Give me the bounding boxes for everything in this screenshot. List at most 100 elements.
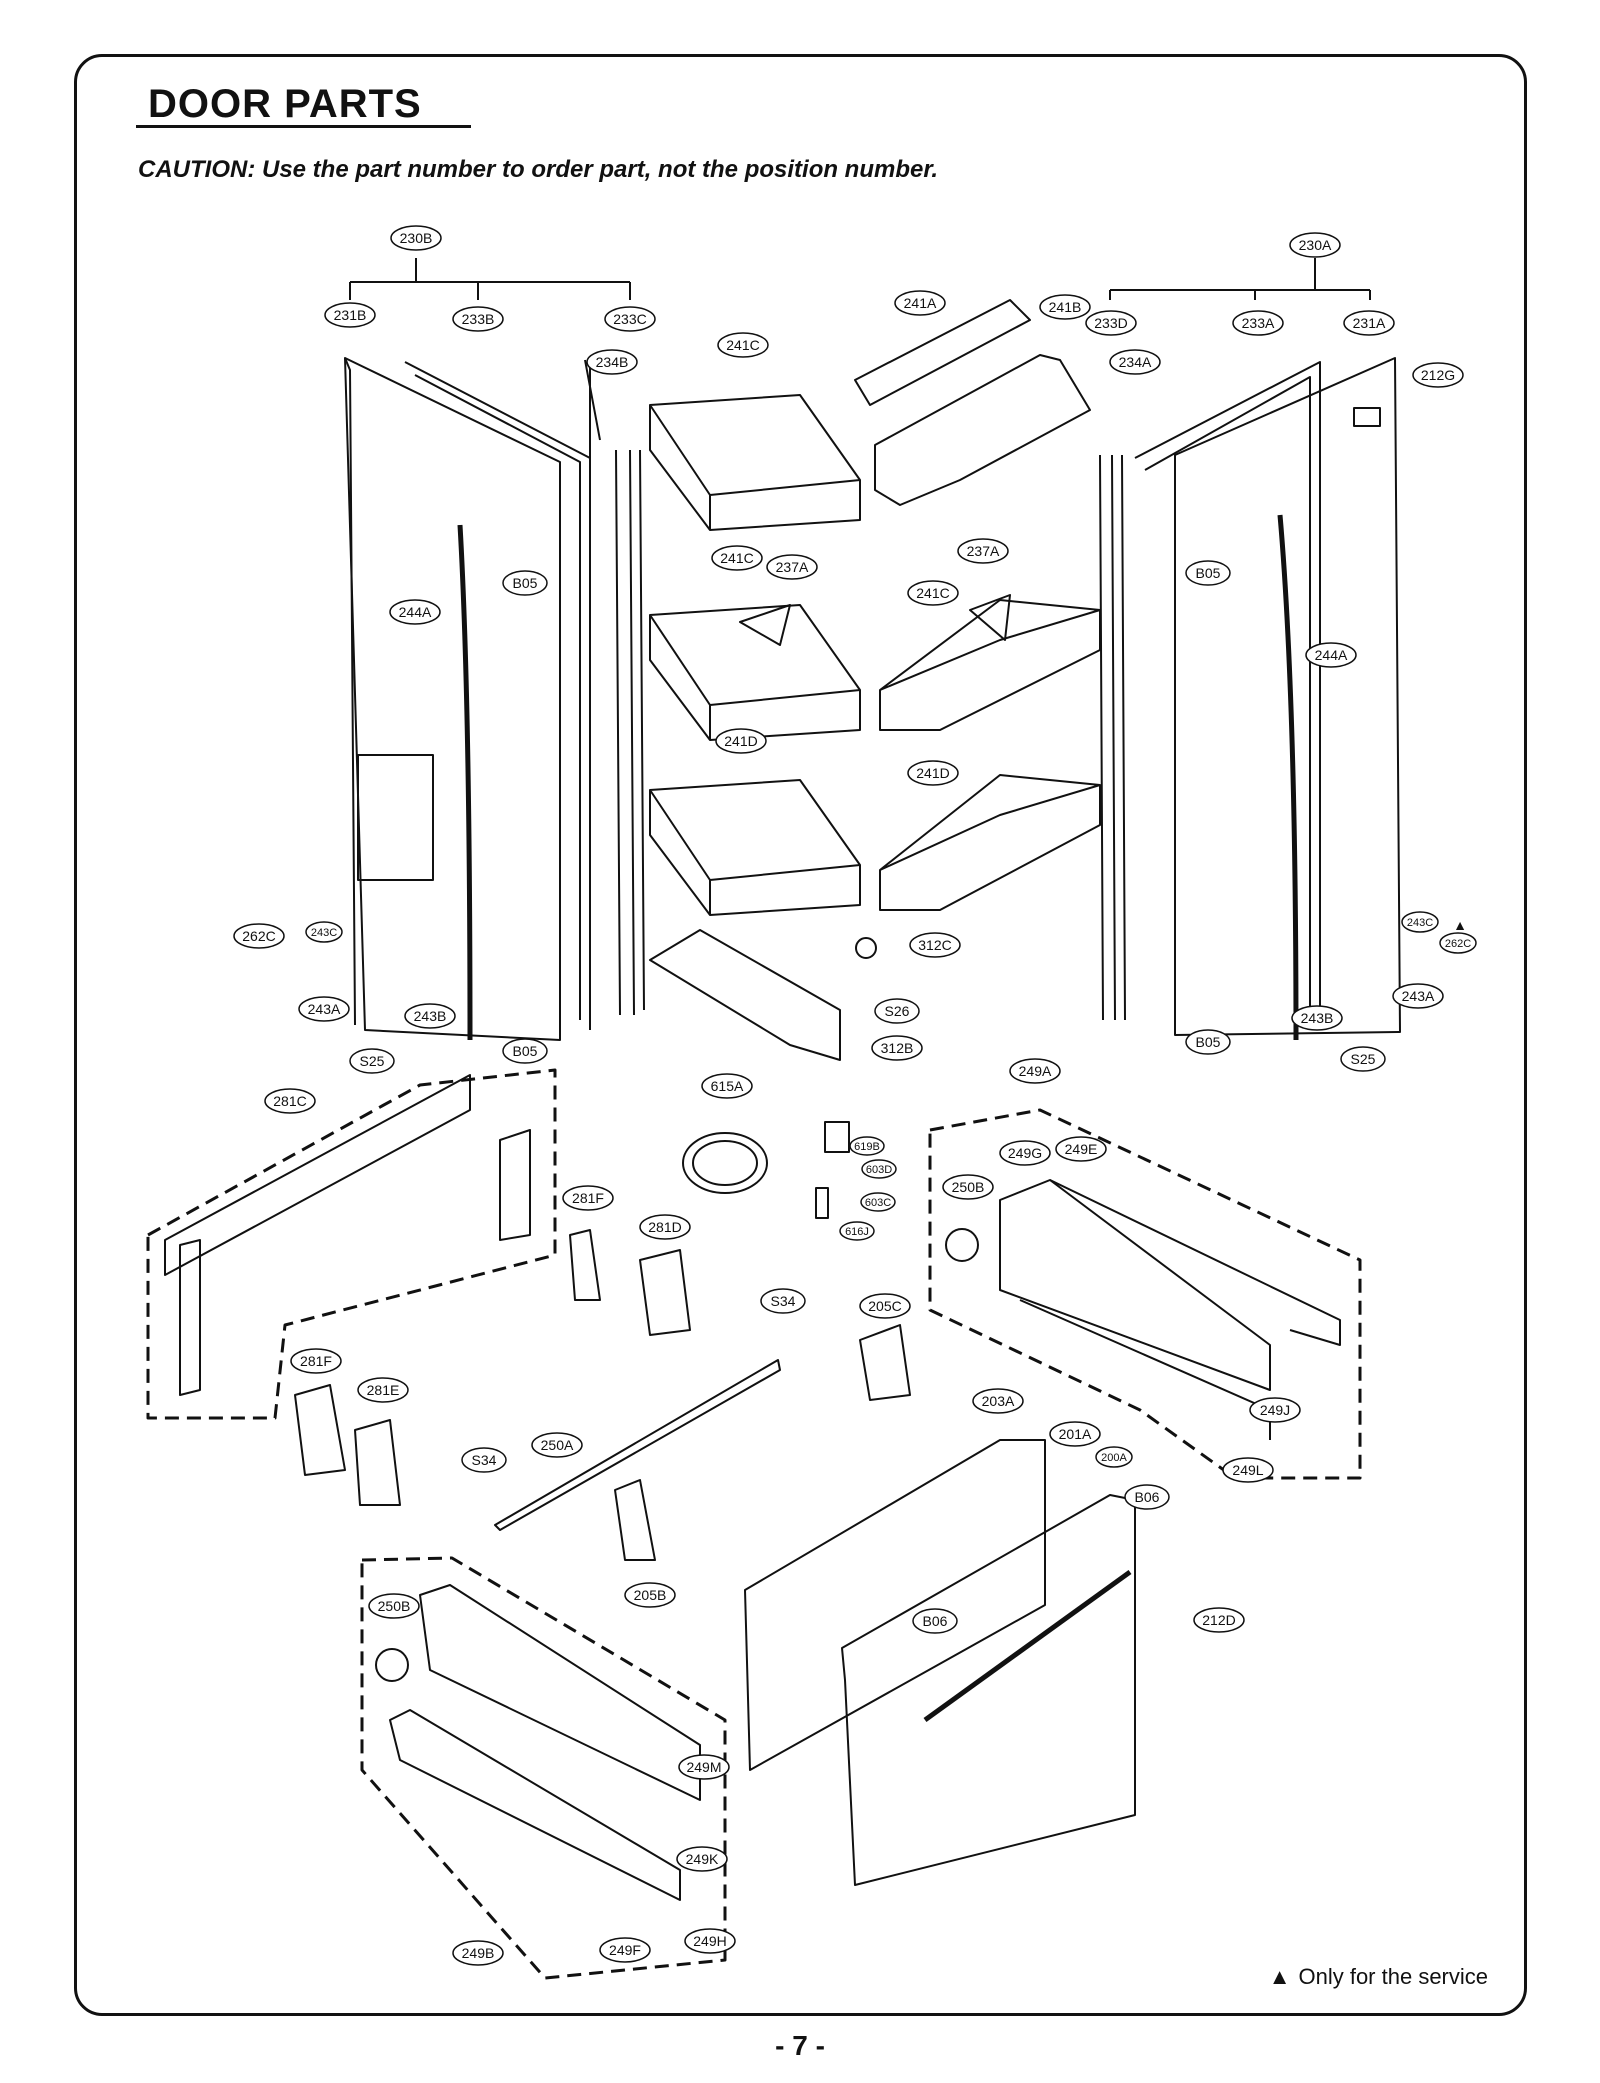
label-249J: 249J (1260, 1402, 1290, 1418)
part-249F (389, 1709, 681, 1901)
drawer-door-201A (841, 1494, 1136, 1886)
triangle-icon: ▲ (1268, 1964, 1291, 1989)
label-249B: 249B (462, 1945, 495, 1961)
label-603C: 603C (865, 1197, 891, 1209)
callout-205B: 205B (624, 1582, 676, 1608)
right-door-label-212G (1353, 407, 1381, 427)
callout-S26: S26 (874, 998, 920, 1024)
label-212D: 212D (1202, 1612, 1235, 1628)
callout-262C-1: 262C (233, 923, 285, 949)
callout-B06-1: B06 (1124, 1484, 1170, 1510)
left-door-handle (457, 524, 473, 1041)
group-281C (146, 1068, 557, 1420)
bin-241B (874, 354, 1091, 506)
callout-603C: 603C (860, 1192, 896, 1212)
label-234A-1: 234A (1119, 354, 1152, 370)
part-603C (815, 1187, 829, 1219)
callout-615A: 615A (701, 1073, 753, 1099)
label-231A: 231A (1353, 315, 1386, 331)
label-S25-1: S25 (360, 1053, 385, 1069)
label-262C-2: 262C (1445, 938, 1471, 950)
callout-244A-2: 244A (1305, 642, 1357, 668)
label-262C-1: 262C (242, 928, 275, 944)
callout-262C-2: 262C (1439, 932, 1477, 954)
label-244A-2: 244A (1315, 647, 1348, 663)
callout-233D: 233D (1085, 310, 1137, 336)
label-S26: S26 (885, 1003, 910, 1019)
label-237A-2: 237A (967, 543, 1000, 559)
callout-S34-2: S34 (461, 1447, 507, 1473)
label-237A-1: 237A (776, 559, 809, 575)
label-244A-1: 244A (399, 604, 432, 620)
callout-281E: 281E (357, 1377, 409, 1403)
callout-250A: 250A (531, 1432, 583, 1458)
label-243C-1: 243C (311, 927, 337, 939)
callout-281D: 281D (639, 1214, 691, 1240)
callout-212D: 212D (1193, 1607, 1245, 1633)
part-281F-lower (294, 1384, 346, 1476)
label-205C: 205C (868, 1298, 901, 1314)
label-241C-1: 241C (726, 337, 759, 353)
service-footnote: ▲ Only for the service (1269, 1964, 1488, 1990)
label-619B: 619B (854, 1141, 880, 1153)
label-249H: 249H (693, 1933, 726, 1949)
callout-312B: 312B (871, 1035, 923, 1061)
label-B05-2: B05 (1196, 565, 1221, 581)
callout-B05-1: B05 (502, 570, 548, 596)
group-249B (360, 1556, 727, 1980)
part-281F (569, 1229, 601, 1301)
right-door-strips (1099, 454, 1126, 1021)
callout-619B: 619B (849, 1136, 885, 1156)
right-door-handle (1277, 514, 1299, 1041)
gear-250B-lower (375, 1648, 409, 1682)
callout-243A-1: 243A (298, 996, 350, 1022)
callout-603D: 603D (861, 1159, 897, 1179)
group-249A (928, 1108, 1362, 1480)
callout-249K: 249K (676, 1846, 728, 1872)
label-B05-3: B05 (513, 1043, 538, 1059)
callout-230B: 230B (390, 225, 442, 251)
callout-B06-2: B06 (912, 1608, 958, 1634)
label-B06-2: B06 (923, 1613, 948, 1629)
label-231B: 231B (334, 307, 367, 323)
label-281F-2: 281F (300, 1353, 332, 1369)
label-241D-2: 241D (916, 765, 949, 781)
callout-201A: 201A (1049, 1421, 1101, 1447)
part-249M (419, 1584, 701, 1801)
strip-250A (494, 1359, 781, 1531)
callout-205C: 205C (859, 1293, 911, 1319)
left-gasket-outer (404, 361, 591, 1030)
label-200A: 200A (1101, 1452, 1127, 1464)
service-marker-icon: ▲ (1453, 917, 1467, 933)
callout-241D-2: 241D (907, 760, 959, 786)
footnote-text: Only for the service (1298, 1964, 1488, 1989)
bracket-281C (164, 1074, 471, 1276)
part-249E (1049, 1179, 1341, 1346)
label-281F-1: 281F (572, 1190, 604, 1206)
label-312B: 312B (881, 1040, 914, 1056)
callout-281F-2: 281F (290, 1348, 342, 1374)
label-281D: 281D (648, 1219, 681, 1235)
callout-616J: 616J (839, 1221, 875, 1241)
callout-244A-1: 244A (389, 599, 441, 625)
callout-200A: 200A (1095, 1446, 1133, 1468)
callout-243C-2: 243C (1401, 911, 1439, 933)
part-205C (859, 1324, 911, 1401)
callout-S25-1: S25 (349, 1048, 395, 1074)
callout-243B-2: 243B (1291, 1005, 1343, 1031)
label-249A: 249A (1019, 1063, 1052, 1079)
label-243A-1: 243A (308, 1001, 341, 1017)
gasket-203A (744, 1439, 1046, 1771)
callout-249M: 249M (678, 1754, 730, 1780)
right-door-panel (1174, 357, 1401, 1036)
label-S34-1: S34 (771, 1293, 796, 1309)
label-B06-1: B06 (1135, 1489, 1160, 1505)
label-241A: 241A (904, 295, 937, 311)
label-250A: 250A (541, 1437, 574, 1453)
callout-212G: 212G (1412, 362, 1464, 388)
label-250B-1: 250B (952, 1179, 985, 1195)
bin-241C-right (879, 599, 1101, 731)
label-S25-2: S25 (1351, 1051, 1376, 1067)
callout-241B: 241B (1039, 294, 1091, 320)
